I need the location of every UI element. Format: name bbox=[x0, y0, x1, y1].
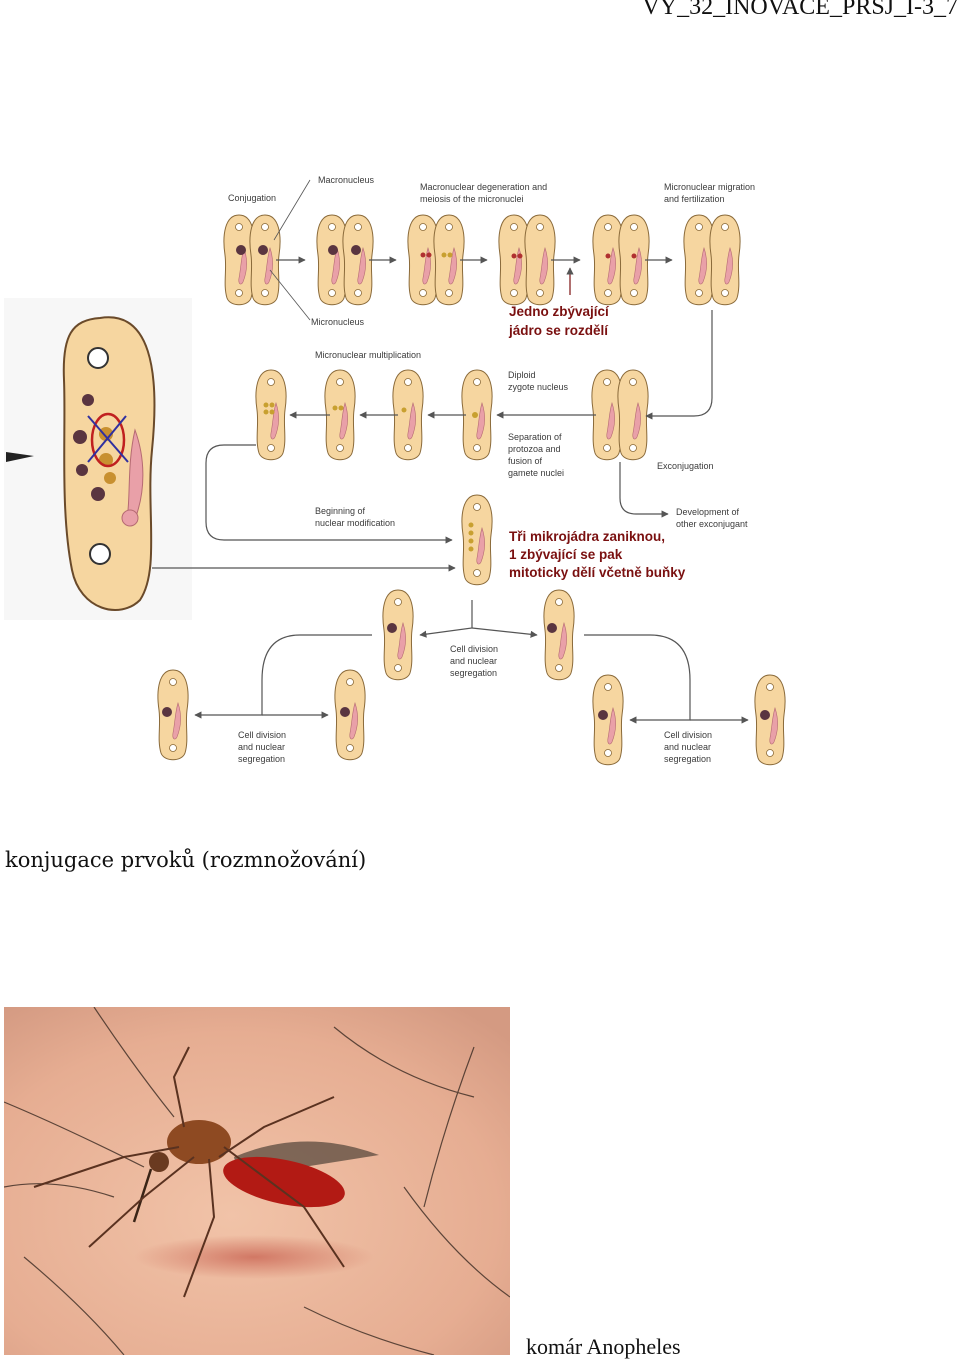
conjugation-diagram: Conjugation Macronucleus Macronuclear de… bbox=[4, 175, 786, 766]
label-micro-multiplication: Micronuclear multiplication bbox=[315, 350, 421, 360]
label-three-2: 1 zbývající se pak bbox=[509, 547, 623, 562]
label-separation-3: fusion of bbox=[508, 456, 543, 466]
label-separation-1: Separation of bbox=[508, 432, 562, 442]
label-beginning-2: nuclear modification bbox=[315, 518, 395, 528]
label-cell-div-center-2: and nuclear bbox=[450, 656, 497, 666]
label-cell-div-center-3: segregation bbox=[450, 668, 497, 678]
label-cell-div-center-1: Cell division bbox=[450, 644, 498, 654]
mosquito-photo bbox=[4, 1007, 510, 1355]
label-macro-degeneration-1: Macronuclear degeneration and bbox=[420, 182, 547, 192]
label-macronucleus: Macronucleus bbox=[318, 175, 375, 185]
label-exconjugation: Exconjugation bbox=[657, 461, 714, 471]
label-separation-4: gamete nuclei bbox=[508, 468, 564, 478]
label-remaining-1: Jedno zbývající bbox=[509, 304, 610, 319]
enlarged-cell bbox=[4, 298, 192, 620]
label-separation-2: protozoa and bbox=[508, 444, 561, 454]
label-micro-migration-2: and fertilization bbox=[664, 194, 725, 204]
label-development-1: Development of bbox=[676, 507, 740, 517]
label-three-3: mitoticky dělí včetně buňky bbox=[509, 565, 686, 580]
label-development-2: other exconjugant bbox=[676, 519, 748, 529]
label-cell-div-right-2: and nuclear bbox=[664, 742, 711, 752]
photo-caption: komár Anopheles bbox=[526, 1334, 681, 1359]
label-cell-div-left-1: Cell division bbox=[238, 730, 286, 740]
label-three-1: Tři mikrojádra zaniknou, bbox=[509, 529, 665, 544]
label-cell-div-right-3: segregation bbox=[664, 754, 711, 764]
label-cell-div-right-1: Cell division bbox=[664, 730, 712, 740]
pointer-arrow bbox=[6, 452, 34, 462]
label-beginning-1: Beginning of bbox=[315, 506, 366, 516]
label-cell-div-left-2: and nuclear bbox=[238, 742, 285, 752]
mosquito-icon bbox=[33, 1046, 379, 1298]
label-conjugation: Conjugation bbox=[228, 193, 276, 203]
label-diploid-1: Diploid bbox=[508, 370, 536, 380]
label-macro-degeneration-2: meiosis of the micronuclei bbox=[420, 194, 524, 204]
document-code: VY_32_INOVACE_PRSJ_I-3_7 bbox=[642, 0, 958, 20]
label-micronucleus: Micronucleus bbox=[311, 317, 365, 327]
label-diploid-2: zygote nucleus bbox=[508, 382, 569, 392]
label-remaining-2: jádro se rozdělí bbox=[508, 323, 609, 338]
diagram-caption: konjugace prvoků (rozmnožování) bbox=[5, 848, 367, 872]
label-cell-div-left-3: segregation bbox=[238, 754, 285, 764]
label-micro-migration-1: Micronuclear migration bbox=[664, 182, 755, 192]
